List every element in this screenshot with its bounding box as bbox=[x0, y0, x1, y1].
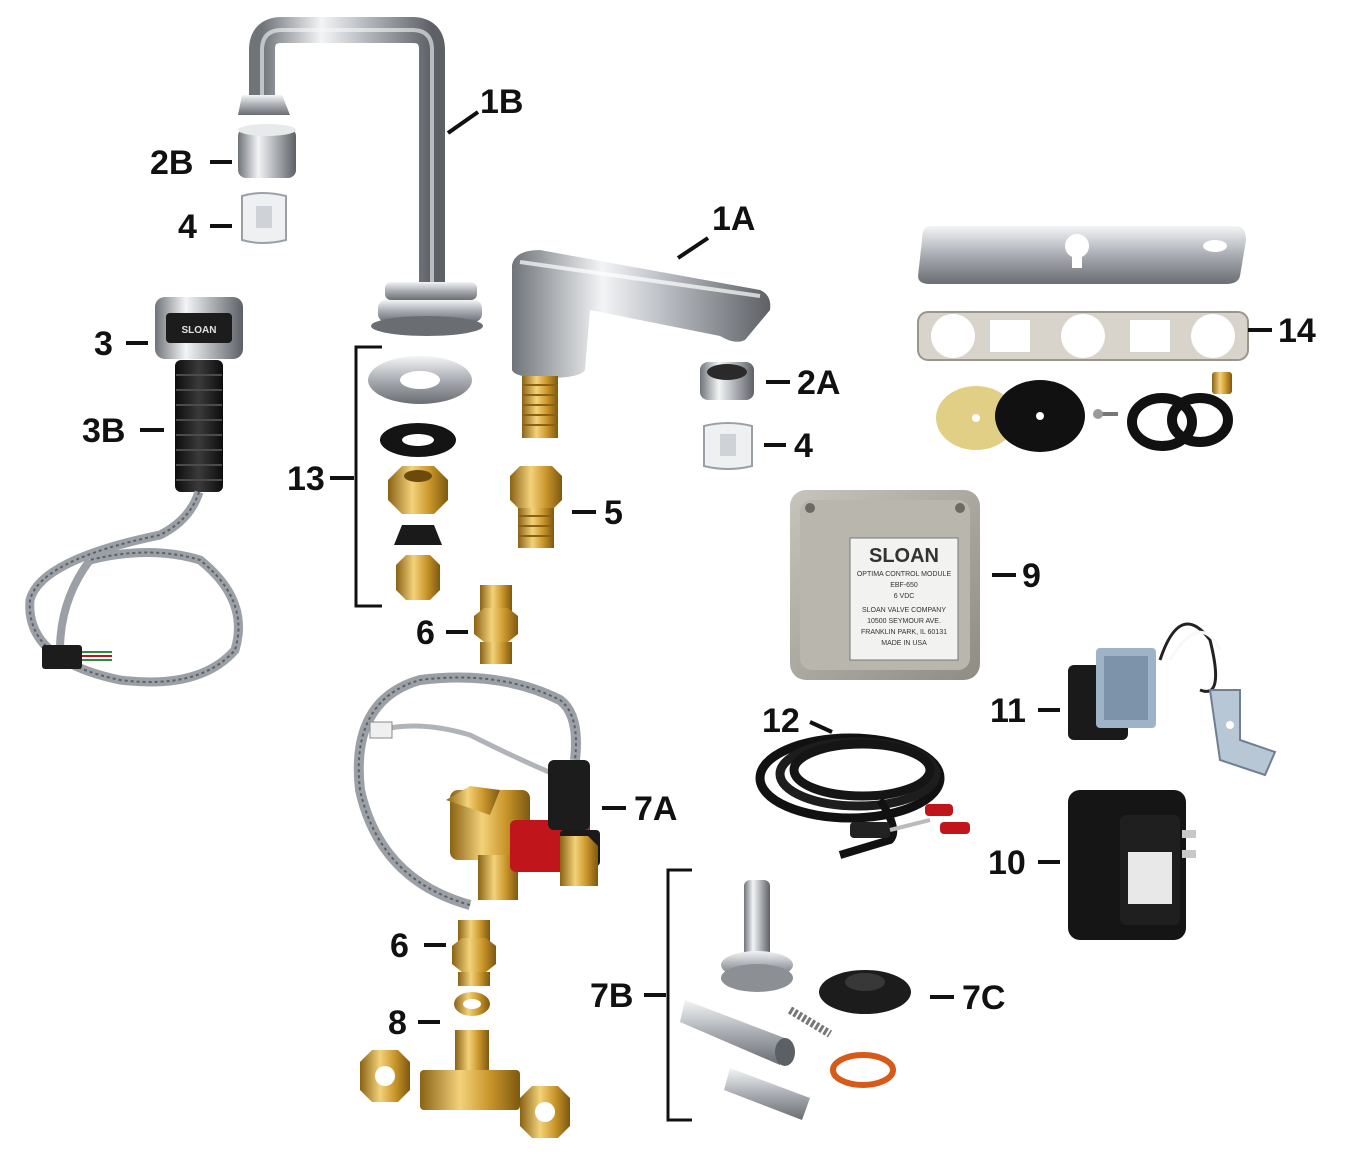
connector-6-bottom bbox=[452, 920, 496, 986]
connector-6-top bbox=[474, 585, 518, 664]
plunger-kit-7B bbox=[680, 880, 833, 1120]
control-module-9: SLOAN OPTIMA CONTROL MODULE EBF-650 6 VD… bbox=[790, 490, 980, 680]
module-line5: 10500 SEYMOUR AVE. bbox=[867, 618, 941, 625]
label-7A: 7A bbox=[634, 790, 678, 828]
module-line3: 6 VDC bbox=[894, 593, 915, 600]
label-3B: 3B bbox=[82, 412, 126, 450]
aerator-2B bbox=[238, 124, 296, 178]
sensor-cable bbox=[25, 490, 243, 687]
label-4-top: 4 bbox=[178, 208, 197, 246]
tee-assembly-8 bbox=[360, 992, 570, 1138]
bracket-7B bbox=[666, 868, 692, 1122]
label-12: 12 bbox=[762, 702, 800, 740]
label-11: 11 bbox=[990, 692, 1026, 730]
label-1A: 1A bbox=[712, 200, 756, 238]
label-1B: 1B bbox=[480, 83, 524, 121]
sensor-body-3B bbox=[175, 360, 223, 492]
solenoid-valve-7A bbox=[353, 672, 600, 910]
label-10: 10 bbox=[988, 844, 1026, 882]
label-7B: 7B bbox=[590, 977, 634, 1015]
module-line1: OPTIMA CONTROL MODULE bbox=[857, 571, 952, 578]
sensor-brand: SLOAN bbox=[182, 325, 217, 336]
label-14: 14 bbox=[1278, 312, 1316, 350]
transformer-11 bbox=[1068, 622, 1277, 777]
adapter-5 bbox=[510, 466, 562, 548]
label-9: 9 bbox=[1022, 557, 1041, 595]
low-spout-1A bbox=[512, 250, 771, 438]
cable-12 bbox=[755, 733, 970, 859]
label-6-top: 6 bbox=[416, 614, 435, 652]
label-2B: 2B bbox=[150, 144, 194, 182]
label-6-bottom: 6 bbox=[390, 927, 409, 965]
module-line2: EBF-650 bbox=[890, 582, 918, 589]
module-line4: SLOAN VALVE COMPANY bbox=[862, 607, 946, 614]
flow-insert-4-top bbox=[241, 192, 287, 244]
label-8: 8 bbox=[388, 1004, 407, 1042]
sensor-3: SLOAN bbox=[155, 297, 243, 359]
diaphragm-7C bbox=[819, 970, 911, 1088]
label-13: 13 bbox=[287, 460, 325, 498]
module-brand: SLOAN bbox=[869, 545, 939, 567]
label-5: 5 bbox=[604, 494, 623, 532]
label-2A: 2A bbox=[797, 364, 841, 402]
tall-spout-1B bbox=[238, 17, 483, 336]
module-line7: MADE IN USA bbox=[881, 640, 927, 647]
power-adapter-10 bbox=[1068, 790, 1196, 940]
bracket-13 bbox=[354, 345, 382, 608]
flow-insert-4-right bbox=[703, 422, 753, 470]
aerator-2A bbox=[700, 362, 754, 400]
module-line6: FRANKLIN PARK, IL 60131 bbox=[861, 629, 947, 636]
cover-plate-14 bbox=[917, 226, 1249, 452]
mounting-hardware-13 bbox=[368, 356, 472, 600]
label-4-right: 4 bbox=[794, 427, 813, 465]
leader-lines bbox=[126, 110, 1272, 1024]
label-7C: 7C bbox=[962, 979, 1006, 1017]
label-3: 3 bbox=[94, 325, 113, 363]
